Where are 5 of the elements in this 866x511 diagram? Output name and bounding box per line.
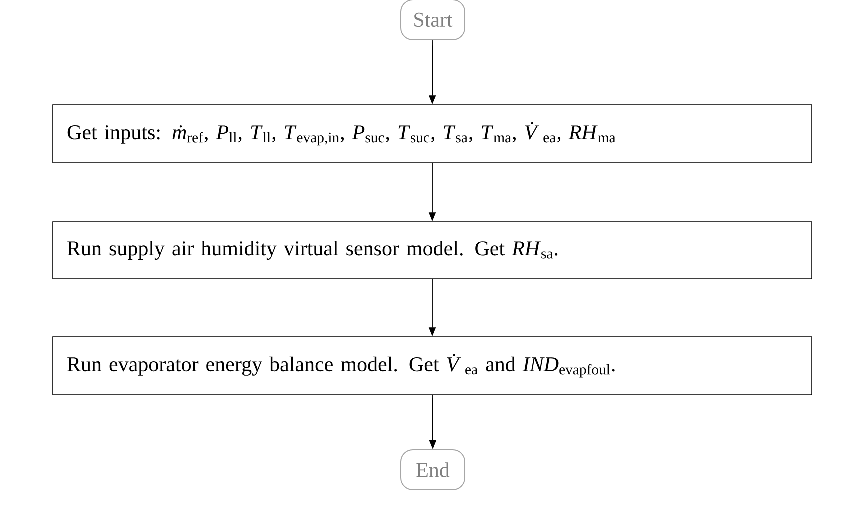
terminal-box: Start <box>400 0 466 40</box>
process-box: Run supply air humidity virtual sensor model. Get RH$_{sa}$. <box>52 222 812 280</box>
terminal-box: End <box>400 450 466 490</box>
process-box: Run evaporator energy balance model. Get V̇$_{ea}$ and IND$_{evapfoul}$. <box>52 336 812 396</box>
process-box: Get inputs: ṁ$_{ref}$, P$_{ll}$, T$_{ll}$, T$_{evap,in}$, P$_{suc}$, T$_{suc}$, T$_{sa}$, T$_{ma}$, V̇$_{ea}$, RH$_{ma}$ <box>52 104 812 164</box>
